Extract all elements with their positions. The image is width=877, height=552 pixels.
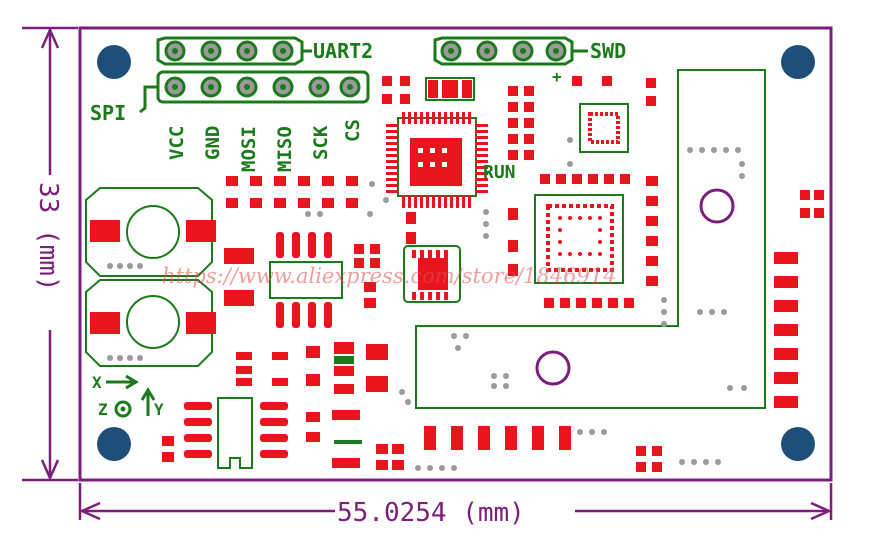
pin-label-vcc: VCC: [166, 126, 188, 160]
sensor-chip: [403, 245, 461, 303]
axis-y-label: Y: [154, 400, 164, 419]
watermark: https://www.aliexpress.com/store/1846914: [162, 264, 617, 288]
capacitor-green-marks: [334, 356, 362, 444]
edge-pads-right: [774, 252, 798, 408]
spi-pin-labels: VCC GND MOSI MISO SCK CS: [166, 119, 364, 172]
pin-label-mosi: MOSI: [238, 126, 260, 172]
mount-hole: [97, 45, 131, 79]
board-outline: [78, 26, 833, 482]
soic-chip-bottom: [184, 397, 288, 469]
width-dimension: [78, 483, 833, 521]
swd-header: [433, 36, 588, 66]
uart2-label: UART2: [313, 39, 373, 63]
pin-label-sck: SCK: [310, 125, 332, 160]
width-label: 55.0254 (mm): [337, 498, 525, 528]
mount-hole: [781, 427, 815, 461]
soic-chip: [269, 232, 343, 328]
module-outline: [415, 69, 766, 409]
mcu-chip: [386, 112, 488, 208]
axis-z-label: Z: [98, 400, 108, 419]
vias: [107, 137, 747, 471]
mount-hole: [97, 427, 131, 461]
pin-label-gnd: GND: [202, 126, 224, 160]
mount-holes: [97, 45, 815, 461]
mount-hole: [781, 45, 815, 79]
qfn-large-chip: [534, 194, 624, 284]
spi-header: [139, 70, 370, 114]
spi-label: SPI: [90, 101, 126, 125]
swd-label: SWD: [590, 39, 626, 63]
pin-label-miso: MISO: [274, 126, 296, 172]
run-label: RUN: [483, 162, 516, 183]
module-hole: [535, 350, 571, 386]
height-label: 33 (mm): [33, 182, 63, 292]
smd-passives: [162, 76, 824, 472]
round-component-top: [85, 187, 216, 277]
crystal: [425, 77, 475, 101]
edge-pads-bottom: [424, 426, 571, 450]
round-component-bottom: [85, 279, 216, 367]
height-dimension: [22, 26, 78, 482]
swd-plus: +: [552, 67, 562, 86]
qfn-small-chip: [579, 103, 629, 153]
module-hole: [699, 188, 735, 224]
pin-label-cs: CS: [342, 119, 364, 142]
axis-z-dot: [120, 406, 126, 412]
axis-x-label: X: [92, 373, 102, 392]
axis-indicator: [106, 374, 156, 418]
uart2-header: [156, 36, 312, 66]
